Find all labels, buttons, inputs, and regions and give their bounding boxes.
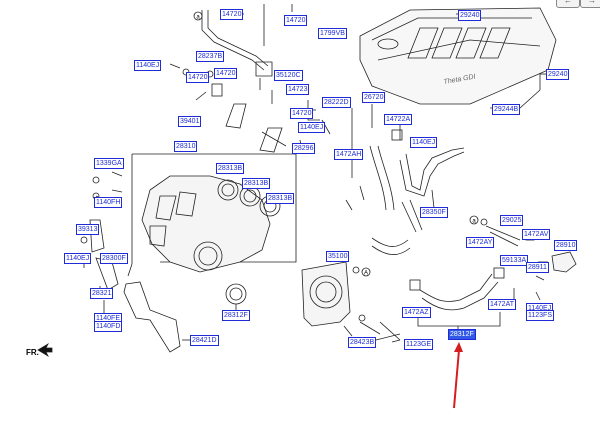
- part-label[interactable]: 35100: [326, 251, 350, 262]
- manifold-group: [111, 153, 297, 312]
- part-label[interactable]: 14720: [284, 15, 308, 26]
- part-label[interactable]: 14723: [286, 84, 310, 95]
- lower-right-hose: [409, 267, 505, 334]
- part-label[interactable]: 1339GA: [94, 158, 124, 169]
- part-label[interactable]: 1140FH: [94, 197, 123, 208]
- part-label[interactable]: 14720: [220, 9, 244, 20]
- part-label[interactable]: 39401: [178, 116, 202, 127]
- part-label[interactable]: 1140EJ: [298, 122, 326, 133]
- circle-mark-a3: A: [364, 271, 368, 277]
- middle-hoses: [345, 104, 465, 255]
- throttle-body: [301, 261, 401, 341]
- next-button[interactable]: →: [580, 0, 600, 8]
- part-label[interactable]: 28313B: [266, 193, 295, 204]
- prev-button[interactable]: ←: [556, 0, 580, 8]
- part-label[interactable]: 14720: [214, 68, 238, 79]
- part-label[interactable]: 39313: [76, 224, 100, 235]
- part-label[interactable]: 1799VB: [318, 28, 347, 39]
- circle-mark-a1: a: [196, 15, 200, 21]
- part-label[interactable]: 59133A: [500, 255, 529, 266]
- part-label[interactable]: 28313B: [216, 163, 245, 174]
- part-label[interactable]: 1140EJ: [410, 137, 438, 148]
- part-label[interactable]: 28222D: [322, 97, 351, 108]
- part-label[interactable]: 1472AT: [488, 299, 516, 310]
- part-label[interactable]: 28300F: [100, 253, 128, 264]
- part-label[interactable]: 28910: [554, 240, 578, 251]
- part-label[interactable]: 28421D: [190, 335, 219, 346]
- part-label[interactable]: 28321: [90, 288, 114, 299]
- part-label[interactable]: 14722A: [384, 114, 413, 125]
- part-label[interactable]: 28911: [526, 262, 549, 273]
- part-label[interactable]: 1472AH: [334, 149, 364, 160]
- part-label[interactable]: 28313B: [242, 178, 271, 189]
- part-label[interactable]: 29240: [458, 10, 482, 21]
- highlighted-part-label[interactable]: 28312F: [448, 329, 476, 340]
- part-label[interactable]: 1472AV: [522, 229, 551, 240]
- part-label[interactable]: 29244B: [492, 104, 521, 115]
- part-label[interactable]: 1140EJ: [134, 60, 162, 71]
- part-label[interactable]: 1140EJ: [64, 253, 92, 264]
- part-label[interactable]: 28350F: [420, 207, 448, 218]
- part-label[interactable]: 28312F: [222, 310, 250, 321]
- part-label[interactable]: 26720: [362, 92, 386, 103]
- engine-cover: [359, 7, 557, 105]
- part-label[interactable]: 29240: [546, 69, 570, 80]
- part-label[interactable]: 28296: [292, 143, 316, 154]
- part-label[interactable]: 1123GE: [404, 339, 434, 350]
- pointer-arrow: [453, 342, 463, 409]
- part-label[interactable]: 1140FD: [94, 321, 123, 332]
- part-label[interactable]: 1123FS: [526, 310, 554, 321]
- part-label[interactable]: 1472AZ: [402, 307, 431, 318]
- part-label[interactable]: 28423B: [348, 337, 377, 348]
- circle-mark-a2: a: [472, 219, 476, 225]
- part-label[interactable]: 28237B: [196, 51, 225, 62]
- part-label[interactable]: 35120C: [274, 70, 303, 81]
- part-label[interactable]: 29025: [500, 215, 524, 226]
- part-label[interactable]: 28310: [174, 141, 198, 152]
- part-label[interactable]: 1472AY: [466, 237, 495, 248]
- part-label[interactable]: 14720: [186, 72, 210, 83]
- part-label[interactable]: 14720: [290, 108, 314, 119]
- front-label: FR.: [26, 348, 39, 357]
